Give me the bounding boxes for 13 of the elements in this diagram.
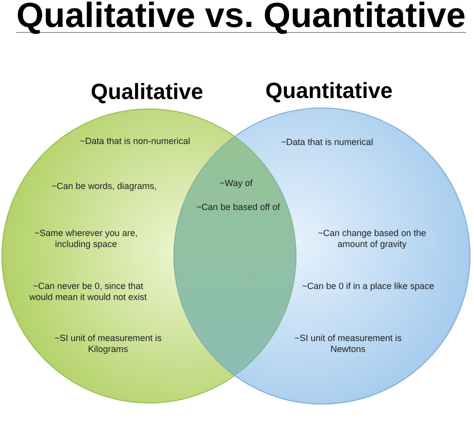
note-text: ~SI unit of measurement is Newtons <box>293 333 403 355</box>
note-text: ~Same wherever you are, including space <box>34 228 138 250</box>
circle-heading: Quantitative <box>265 79 393 103</box>
note-text: ~Data that is numerical <box>280 137 374 148</box>
note-text: ~SI unit of measurement is Kilograms <box>53 333 163 355</box>
note-text: ~Can change based on the amount of gravity <box>317 228 427 250</box>
note-text: ~Can be based off of <box>196 202 280 213</box>
note-text: ~Data that is non-numerical <box>80 136 190 147</box>
note-text: ~Can be words, diagrams, <box>51 181 157 192</box>
note-text: ~Way of <box>220 178 252 189</box>
circle-heading: Qualitative <box>90 80 204 104</box>
note-text: ~Can never be 0, since that would mean it would not exist <box>28 281 148 303</box>
note-text: ~Can be 0 if in a place like space <box>302 281 434 292</box>
